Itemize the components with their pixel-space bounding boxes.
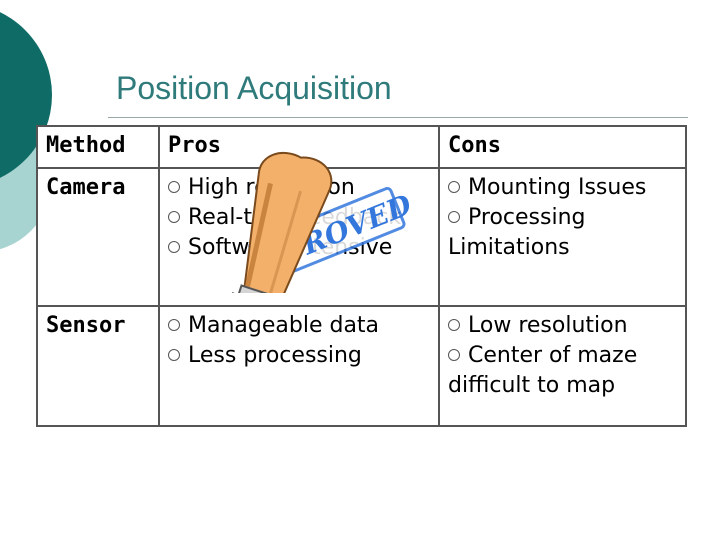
bullet-icon [168,241,180,253]
table-row: Sensor Manageable data Less processing L… [36,305,687,427]
list-item: Center of maze difficult to map [448,343,638,398]
list-item: Processing Limitations [448,205,586,260]
camera-cons: Mounting Issues Processing Limitations [438,167,687,307]
slide-title: Position Acquisition [116,70,392,106]
list-item: Mounting Issues [448,173,679,203]
bullet-icon [168,181,180,193]
title-underline [108,117,688,118]
list-item: Less processing [168,341,432,371]
method-camera: Camera [36,167,160,307]
method-sensor: Sensor [36,305,160,427]
bullet-icon [168,349,180,361]
bullet-icon [448,181,460,193]
table-header-row: Method Pros Cons [36,125,687,169]
bullet-icon [168,211,180,223]
list-item: Low resolution [448,311,679,341]
sensor-pros: Manageable data Less processing [158,305,440,427]
comparison-table: Method Pros Cons Camera High resolution … [36,125,687,427]
bullet-icon [448,211,460,223]
bullet-icon [448,349,460,361]
approved-rubber-stamp-icon: APPROVED [228,151,417,293]
list-item: Manageable data [168,311,432,341]
header-cons: Cons [438,125,687,169]
sensor-cons: Low resolution Center of maze difficult … [438,305,687,427]
bullet-icon [168,319,180,331]
header-method: Method [36,125,160,169]
bullet-icon [448,319,460,331]
